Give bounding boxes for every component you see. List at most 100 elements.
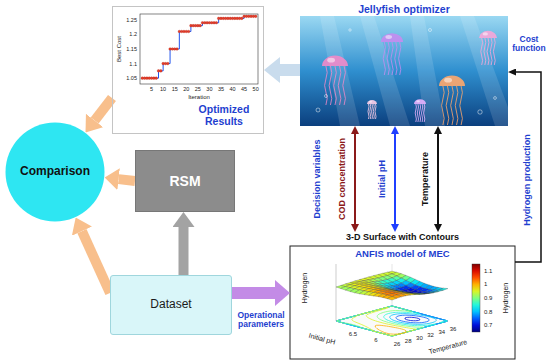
- bell-glow: [385, 35, 392, 39]
- tentacle: [446, 86, 449, 125]
- base-plane: [336, 306, 448, 336]
- cost-marker: [241, 17, 244, 20]
- colorbar-tick: 0.8: [484, 308, 492, 315]
- cost-marker: [199, 24, 202, 27]
- signal-label: Hydrogen production: [523, 134, 533, 226]
- axis-tick: 36: [450, 326, 457, 333]
- cost-marker: [187, 30, 190, 33]
- axis-tick: 28: [405, 338, 412, 345]
- flow-arrow: [394, 134, 396, 224]
- tentacle: [460, 86, 463, 125]
- tentacle: [395, 42, 397, 75]
- bell: [479, 31, 497, 38]
- light-ray: [320, 16, 360, 126]
- axis-tick: 32: [427, 332, 434, 339]
- tentacle: [399, 42, 401, 75]
- jellyfish: [414, 99, 426, 122]
- group-label: Decision variables: [313, 139, 323, 218]
- dataset-box: Dataset: [110, 275, 232, 335]
- axis-tick: 40: [229, 86, 235, 92]
- z-axis: [336, 264, 337, 321]
- node-title: Jellyfish optimizer: [300, 3, 508, 15]
- axis-tick: 35: [218, 86, 224, 92]
- axis-tick: 6.5: [349, 331, 357, 338]
- colorbar: [472, 264, 480, 332]
- contour-line: [337, 306, 447, 336]
- tentacle: [338, 66, 341, 105]
- axis-tick: 1.1: [129, 61, 137, 67]
- cost-marker: [254, 15, 257, 18]
- jellyfish: [381, 33, 403, 75]
- bell: [367, 100, 377, 104]
- tentacle: [417, 104, 418, 122]
- plot-frame: [140, 14, 258, 84]
- bell: [414, 99, 426, 104]
- jellyfish: [439, 76, 465, 125]
- axis-tick: 1.2: [129, 31, 137, 37]
- node-title: 3-D Surface with Contours: [290, 232, 515, 242]
- contour-line: [352, 307, 416, 336]
- flow-arrow: [280, 64, 300, 76]
- jellyfish: [479, 31, 497, 65]
- contour-line: [337, 306, 447, 336]
- cost-curve: [142, 16, 255, 78]
- cost-marker: [155, 77, 158, 80]
- tentacle: [325, 66, 328, 105]
- light-ray: [460, 16, 508, 126]
- node-title: Comparison: [20, 165, 90, 179]
- ocean-scene: [300, 16, 515, 126]
- tentacle: [422, 104, 423, 122]
- axis-title: Hydrogen: [301, 273, 309, 303]
- flow-arrow: [232, 287, 275, 299]
- bell: [322, 56, 348, 66]
- jellyfish: [367, 100, 377, 119]
- bubble: [429, 29, 432, 32]
- bell-glow: [483, 32, 488, 35]
- node-title: Dataset: [150, 298, 191, 312]
- axis-tick: 20: [183, 86, 189, 92]
- surface-patch: [439, 288, 448, 290]
- bell-glow: [369, 101, 372, 103]
- plot-background: [112, 6, 264, 134]
- tentacle: [334, 66, 337, 105]
- light-ray: [410, 16, 445, 126]
- axis-tick: 6: [374, 337, 377, 344]
- flow-arrow: [354, 134, 356, 224]
- node-title: Optimized Results: [186, 103, 262, 127]
- tentacle: [481, 38, 483, 65]
- tentacle: [493, 38, 495, 65]
- tentacle: [329, 66, 332, 105]
- flow-arrow: [82, 231, 110, 293]
- circle-shape: [6, 123, 105, 222]
- bell-glow: [416, 100, 420, 102]
- node-title: RSM: [169, 173, 200, 189]
- method-box: RSM: [135, 150, 235, 212]
- convergence-plot: [112, 6, 264, 134]
- surface-patch: [387, 297, 396, 301]
- axis-title: Iteration: [188, 94, 210, 101]
- bubble: [316, 108, 320, 112]
- flow-arrow: [119, 179, 135, 181]
- axis-tick: 30: [416, 335, 423, 342]
- optimizer-panel: Jellyfish optimizer: [300, 2, 508, 126]
- axis-title: Best Cost: [116, 36, 123, 62]
- surface-patch: [425, 292, 434, 293]
- comparison-circle: Comparison: [5, 122, 105, 222]
- tentacle: [455, 86, 458, 125]
- bell: [381, 33, 403, 42]
- flow-arrow: [437, 134, 439, 224]
- light-ray: [360, 16, 410, 126]
- edge-label: Temperature: [421, 152, 431, 206]
- axis-tick: 1.15: [126, 46, 137, 52]
- axis-tick: 5: [150, 86, 153, 92]
- surface-plot: [290, 246, 515, 359]
- bell-glow: [444, 78, 452, 83]
- drawing-part: [316, 16, 508, 126]
- axis-tick: 15: [172, 86, 178, 92]
- colorbar-tick: 0.9: [484, 295, 492, 302]
- colorbar-tick: 1: [484, 281, 487, 288]
- cost-marker: [176, 48, 179, 51]
- circle-outline: [5, 122, 105, 222]
